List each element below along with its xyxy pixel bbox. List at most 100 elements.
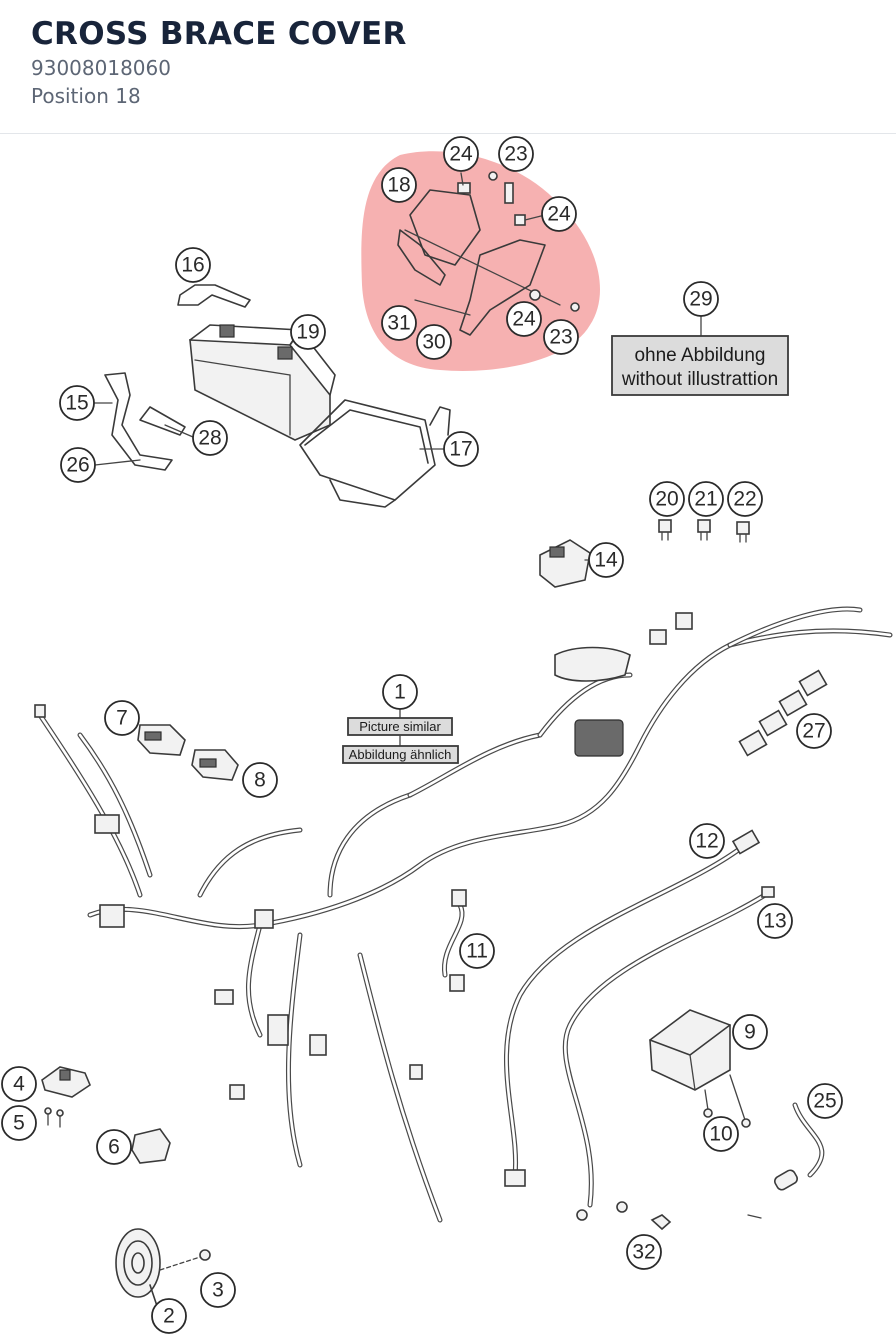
callout-19: 19 (290, 314, 326, 350)
callout-23-top: 23 (498, 136, 534, 172)
callout-25: 25 (807, 1083, 843, 1119)
svg-text:10: 10 (709, 1123, 732, 1146)
svg-text:6: 6 (108, 1136, 120, 1159)
wire-12 (503, 829, 761, 1187)
sensor-25 (774, 1102, 825, 1191)
battery-tray-17 (299, 399, 451, 508)
not-shown-label: ohne Abbildung without illustrattion (611, 314, 789, 396)
svg-text:32: 32 (632, 1241, 655, 1264)
callout-20: 20 (649, 481, 685, 517)
callout-26: 26 (60, 447, 96, 483)
svg-text:22: 22 (733, 488, 756, 511)
callout-12: 12 (689, 823, 725, 859)
callout-11: 11 (459, 933, 495, 969)
callout-29: 29 (683, 281, 719, 317)
callout-24-top: 24 (443, 136, 479, 172)
not-shown-en-text: without illustrattion (621, 369, 778, 390)
svg-text:7: 7 (116, 707, 128, 730)
svg-text:4: 4 (13, 1073, 25, 1096)
callout-16: 16 (175, 247, 211, 283)
svg-text:3: 3 (212, 1279, 224, 1302)
svg-text:8: 8 (254, 769, 266, 792)
regulator-9 (649, 1009, 751, 1128)
callout-9: 9 (732, 1014, 768, 1050)
relay-14 (539, 539, 591, 588)
svg-text:2: 2 (163, 1305, 175, 1328)
svg-text:21: 21 (694, 488, 717, 511)
callout-24-bottom: 24 (506, 301, 542, 337)
callout-3: 3 (200, 1272, 236, 1308)
wire-13 (562, 886, 775, 1221)
bolt-32 (650, 1214, 672, 1231)
svg-text:15: 15 (65, 392, 88, 415)
svg-text:12: 12 (695, 830, 718, 853)
svg-text:25: 25 (813, 1090, 836, 1113)
svg-text:20: 20 (655, 488, 678, 511)
callout-24-right: 24 (541, 196, 577, 232)
callout-6: 6 (96, 1129, 132, 1165)
exploded-parts-diagram: ohne Abbildung without illustrattion Pic… (1, 136, 893, 1334)
main-wiring-harness (34, 606, 893, 1223)
cross-brace-part (397, 171, 580, 336)
callout-14: 14 (588, 542, 624, 578)
svg-text:24: 24 (449, 143, 473, 166)
callout-27: 27 (796, 713, 832, 749)
svg-text:19: 19 (296, 321, 319, 344)
part-title: CROSS BRACE COVER (31, 16, 407, 52)
svg-text:9: 9 (744, 1021, 756, 1044)
callout-4: 4 (1, 1066, 37, 1102)
callout-15: 15 (59, 385, 95, 421)
picture-similar-label: Picture similar Abbildung ähnlich (342, 706, 459, 764)
part-position: Position 18 (31, 84, 141, 108)
callout-17: 17 (443, 431, 479, 467)
small-parts-4-5-6 (41, 1066, 171, 1164)
callout-5: 5 (1, 1105, 37, 1141)
part-number: 93008018060 (31, 56, 171, 80)
picture-similar-text: Picture similar (359, 719, 441, 734)
callout-1: 1 (382, 674, 418, 710)
part-header: CROSS BRACE COVER 93008018060 Position 1… (0, 0, 896, 134)
abbildung-aehnlich-text: Abbildung ähnlich (349, 747, 452, 762)
svg-text:5: 5 (13, 1112, 25, 1135)
callout-7: 7 (104, 700, 140, 736)
svg-text:11: 11 (466, 940, 488, 963)
svg-text:17: 17 (449, 438, 472, 461)
not-shown-de-text: ohne Abbildung (634, 345, 765, 366)
horn-2-3 (115, 1228, 211, 1316)
svg-text:14: 14 (594, 549, 618, 572)
battery-19 (189, 324, 336, 441)
svg-text:31: 31 (387, 312, 410, 335)
svg-text:27: 27 (802, 720, 825, 743)
callout-10: 10 (703, 1116, 739, 1152)
callout-8: 8 (242, 762, 278, 798)
svg-text:30: 30 (422, 331, 445, 354)
wire-11 (441, 889, 467, 992)
callout-28: 28 (192, 420, 228, 456)
svg-text:26: 26 (66, 454, 89, 477)
callout-2: 2 (151, 1298, 187, 1334)
brackets-15-26-28 (104, 372, 186, 471)
connectors-7-8 (137, 724, 239, 781)
svg-text:23: 23 (549, 326, 572, 349)
callout-18: 18 (381, 167, 417, 203)
svg-text:23: 23 (504, 143, 527, 166)
fuses-20-21-22 (658, 519, 750, 543)
callout-32: 32 (626, 1234, 662, 1270)
svg-text:29: 29 (689, 288, 712, 311)
callouts: 24 23 18 24 31 30 24 23 29 16 19 15 28 2… (1, 136, 843, 1334)
svg-text:24: 24 (547, 203, 571, 226)
callout-21: 21 (688, 481, 724, 517)
svg-text:24: 24 (512, 308, 536, 331)
svg-text:28: 28 (198, 427, 221, 450)
bracket-16 (177, 284, 251, 308)
svg-text:1: 1 (394, 681, 406, 704)
callout-23-bottom: 23 (543, 319, 579, 355)
svg-text:13: 13 (763, 910, 786, 933)
svg-text:18: 18 (387, 174, 410, 197)
callout-30: 30 (416, 324, 452, 360)
callout-31: 31 (381, 305, 417, 341)
callout-22: 22 (727, 481, 763, 517)
callout-13: 13 (757, 903, 793, 939)
svg-text:16: 16 (181, 254, 204, 277)
connectors-27 (738, 669, 828, 757)
